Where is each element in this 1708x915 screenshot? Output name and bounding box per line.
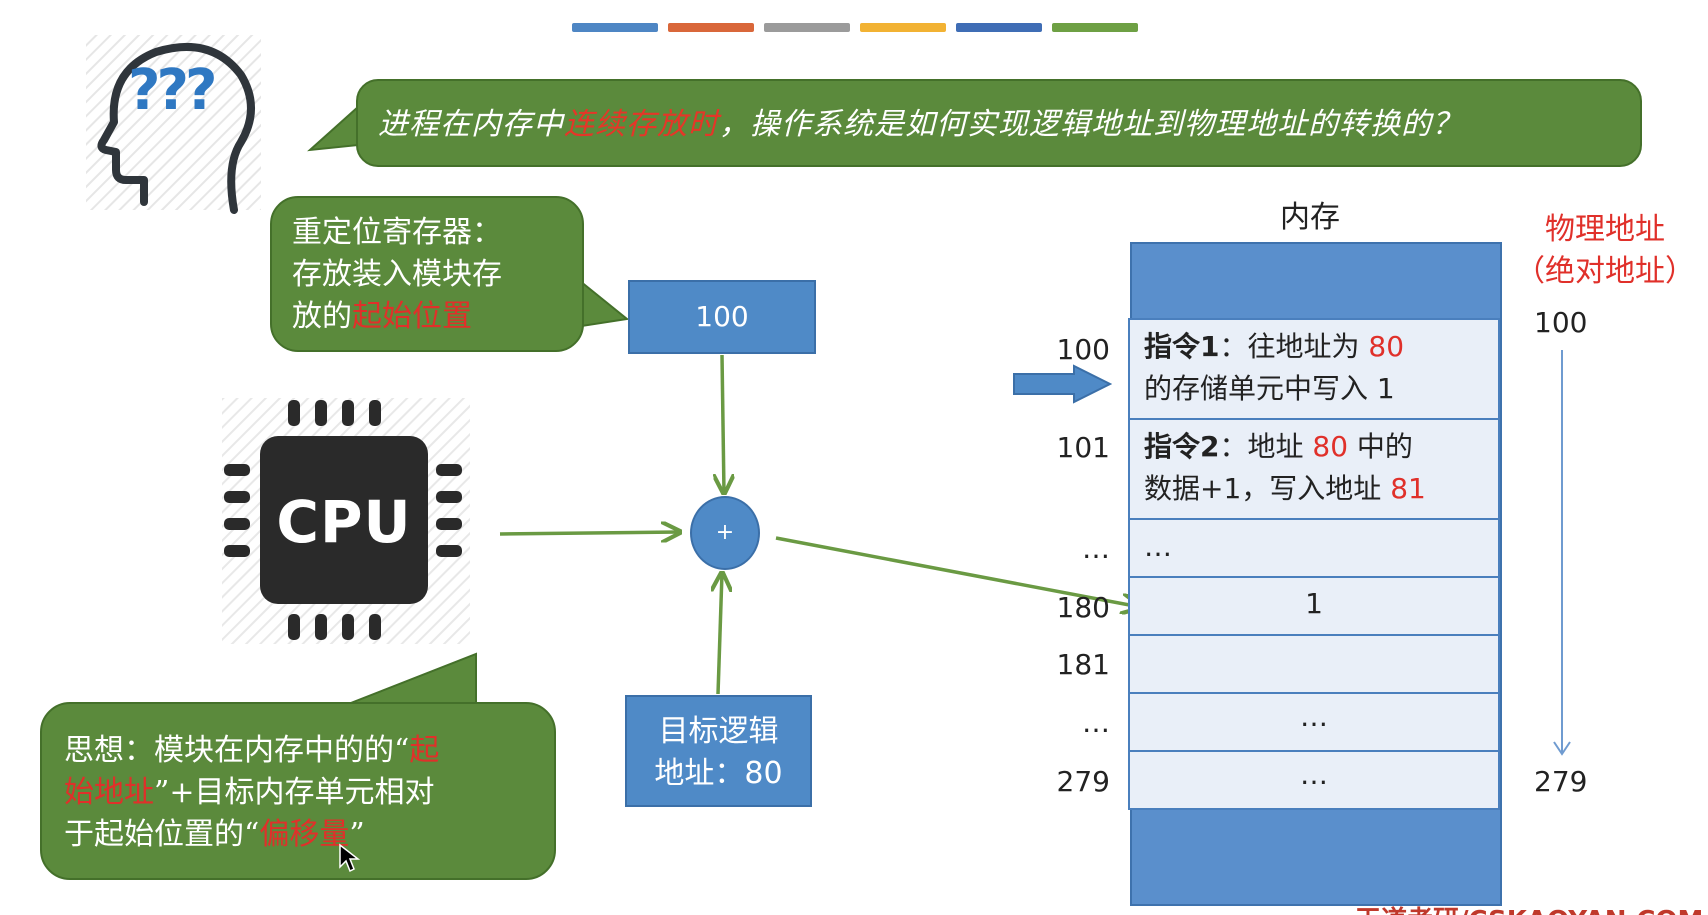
color-bar-5 [956, 23, 1042, 32]
relocation-register-box: 100 [628, 280, 816, 354]
logical-address-line-2: 地址：80 [654, 756, 783, 791]
memory-title: 内存 [1280, 200, 1340, 235]
memory-cell-ellipsis-1: … [1128, 518, 1500, 578]
logical-address-line-1: 目标逻辑 [658, 714, 779, 749]
memory-cell-180-value: 1 [1305, 587, 1323, 620]
instruction-2-pre: ：地址 [1219, 430, 1313, 463]
idea-line-2: 始地址”+目标内存单元相对 [64, 772, 439, 814]
idea-part-5: ” [349, 817, 365, 852]
color-bar-1 [572, 23, 658, 32]
footer-watermark: 王道考研/CSKAOYAN.COM [1355, 900, 1703, 915]
arrow-adder-to-memory [775, 536, 1140, 607]
relocation-line-3: 放的起始位置 [292, 296, 502, 338]
memory-cell-180: 1 [1128, 576, 1500, 636]
idea-highlight-2: 始地址 [64, 775, 154, 810]
memory-cell-ellipsis-2-text: … [1300, 700, 1328, 733]
idea-highlight-1: 起 [409, 733, 440, 768]
address-label-279: 279 [1056, 765, 1110, 798]
memory-cell-101-line-1: 指令2：地址 80 中的 [1144, 426, 1426, 468]
instruction-2-address: 80 [1312, 430, 1349, 463]
memory-cell-100-text: 指令1：往地址为 80 的存储单元中写入 1 [1144, 326, 1404, 410]
address-label-100: 100 [1056, 333, 1110, 366]
arrow-cpu-to-adder [499, 532, 680, 534]
physical-address-end: 279 [1534, 765, 1588, 798]
idea-highlight-3: 偏移量 [259, 817, 350, 852]
instruction-2-line-2-pre: 数据+1，写入地址 [1144, 472, 1391, 505]
physical-address-start: 100 [1534, 306, 1588, 339]
color-bar-6 [1052, 23, 1138, 32]
relocation-line-1: 重定位寄存器： [292, 215, 502, 250]
instruction-1-address: 80 [1368, 330, 1405, 363]
relocation-register-value: 100 [695, 300, 749, 333]
question-suffix: ，操作系统是如何实现逻辑地址到物理地址的转换的？ [719, 107, 1463, 142]
memory-cell-100: 指令1：往地址为 80 的存储单元中写入 1 [1128, 318, 1500, 420]
question-highlight: 连续存放时 [564, 107, 719, 142]
cpu-label: CPU [276, 488, 412, 556]
color-bar-4 [860, 23, 946, 32]
relocation-line-3-highlight: 起始位置 [352, 299, 472, 334]
instruction-2-post: 中的 [1348, 430, 1413, 463]
question-text: 进程在内存中连续存放时，操作系统是如何实现逻辑地址到物理地址的转换的？ [378, 99, 1463, 143]
address-label-180: 180 [1056, 591, 1110, 624]
arrow-logical-to-adder [718, 573, 722, 695]
idea-bubble: 思想：模块在内存中的的“起 始地址”+目标内存单元相对 于起始位置的“偏移量” [40, 702, 556, 880]
memory-cell-279: … [1128, 750, 1500, 810]
address-label-181: 181 [1056, 648, 1110, 681]
instruction-1-label: 指令1 [1144, 330, 1220, 363]
memory-cell-ellipsis-1-text: … [1144, 530, 1172, 563]
physical-range-arrow [1553, 350, 1571, 756]
instruction-1-line-2: 的存储单元中写入 1 [1144, 372, 1395, 405]
memory-cell-ellipsis-2: … [1128, 692, 1500, 752]
memory-cell-279-text: … [1300, 758, 1328, 791]
question-prefix: 进程在内存中 [378, 107, 564, 142]
instruction-2-target: 81 [1390, 472, 1426, 505]
thinking-head-icon [86, 35, 261, 214]
physical-address-label: 物理地址 （绝对地址） [1502, 209, 1708, 293]
memory-cell-101-text: 指令2：地址 80 中的 数据+1，写入地址 81 [1144, 426, 1426, 510]
idea-text: 思想：模块在内存中的的“起 始地址”+目标内存单元相对 于起始位置的“偏移量” [64, 730, 439, 856]
question-bubble: 进程在内存中连续存放时，操作系统是如何实现逻辑地址到物理地址的转换的？ [356, 79, 1642, 167]
address-label-ellipsis-2: … [1082, 706, 1110, 739]
idea-part-1: 思想：模块在内存中的的“ [64, 733, 410, 768]
mouse-cursor-icon [339, 843, 360, 873]
instruction-2-label: 指令2 [1144, 430, 1220, 463]
arrow-register-to-adder [722, 354, 724, 493]
relocation-bubble-tail [575, 275, 630, 329]
logical-address-box: 目标逻辑 地址：80 [625, 695, 812, 807]
memory-cell-101-line-2: 数据+1，写入地址 81 [1144, 468, 1426, 510]
relocation-line-2: 存放装入模块存 [292, 257, 502, 292]
color-bar-3 [764, 23, 850, 32]
memory-cell-101: 指令2：地址 80 中的 数据+1，写入地址 81 [1128, 418, 1500, 520]
address-label-101: 101 [1056, 431, 1110, 464]
relocation-line-3-prefix: 放的 [292, 299, 352, 334]
idea-part-3: ”+目标内存单元相对 [154, 775, 435, 810]
question-marks: ??? [128, 58, 217, 123]
idea-line-1: 思想：模块在内存中的的“起 [64, 730, 439, 772]
cpu-chip-icon [222, 398, 470, 644]
adder-symbol: + [715, 520, 735, 545]
relocation-register-bubble: 重定位寄存器： 存放装入模块存 放的起始位置 [270, 196, 584, 352]
idea-line-3: 于起始位置的“偏移量” [64, 814, 439, 856]
adder-circle: + [690, 496, 760, 570]
instruction-1-pre: ：往地址为 [1219, 330, 1369, 363]
memory-cell-100-line-1: 指令1：往地址为 80 [1144, 326, 1404, 368]
address-label-ellipsis-1: … [1082, 532, 1110, 565]
relocation-text: 重定位寄存器： 存放装入模块存 放的起始位置 [292, 212, 502, 338]
color-bar-2 [668, 23, 754, 32]
idea-part-4: 于起始位置的“ [64, 817, 260, 852]
memory-cell-181 [1128, 634, 1500, 694]
physical-label-line-2: （绝对地址） [1515, 254, 1695, 289]
physical-label-line-1: 物理地址 [1545, 212, 1665, 247]
pointer-arrow-icon [1013, 364, 1112, 404]
